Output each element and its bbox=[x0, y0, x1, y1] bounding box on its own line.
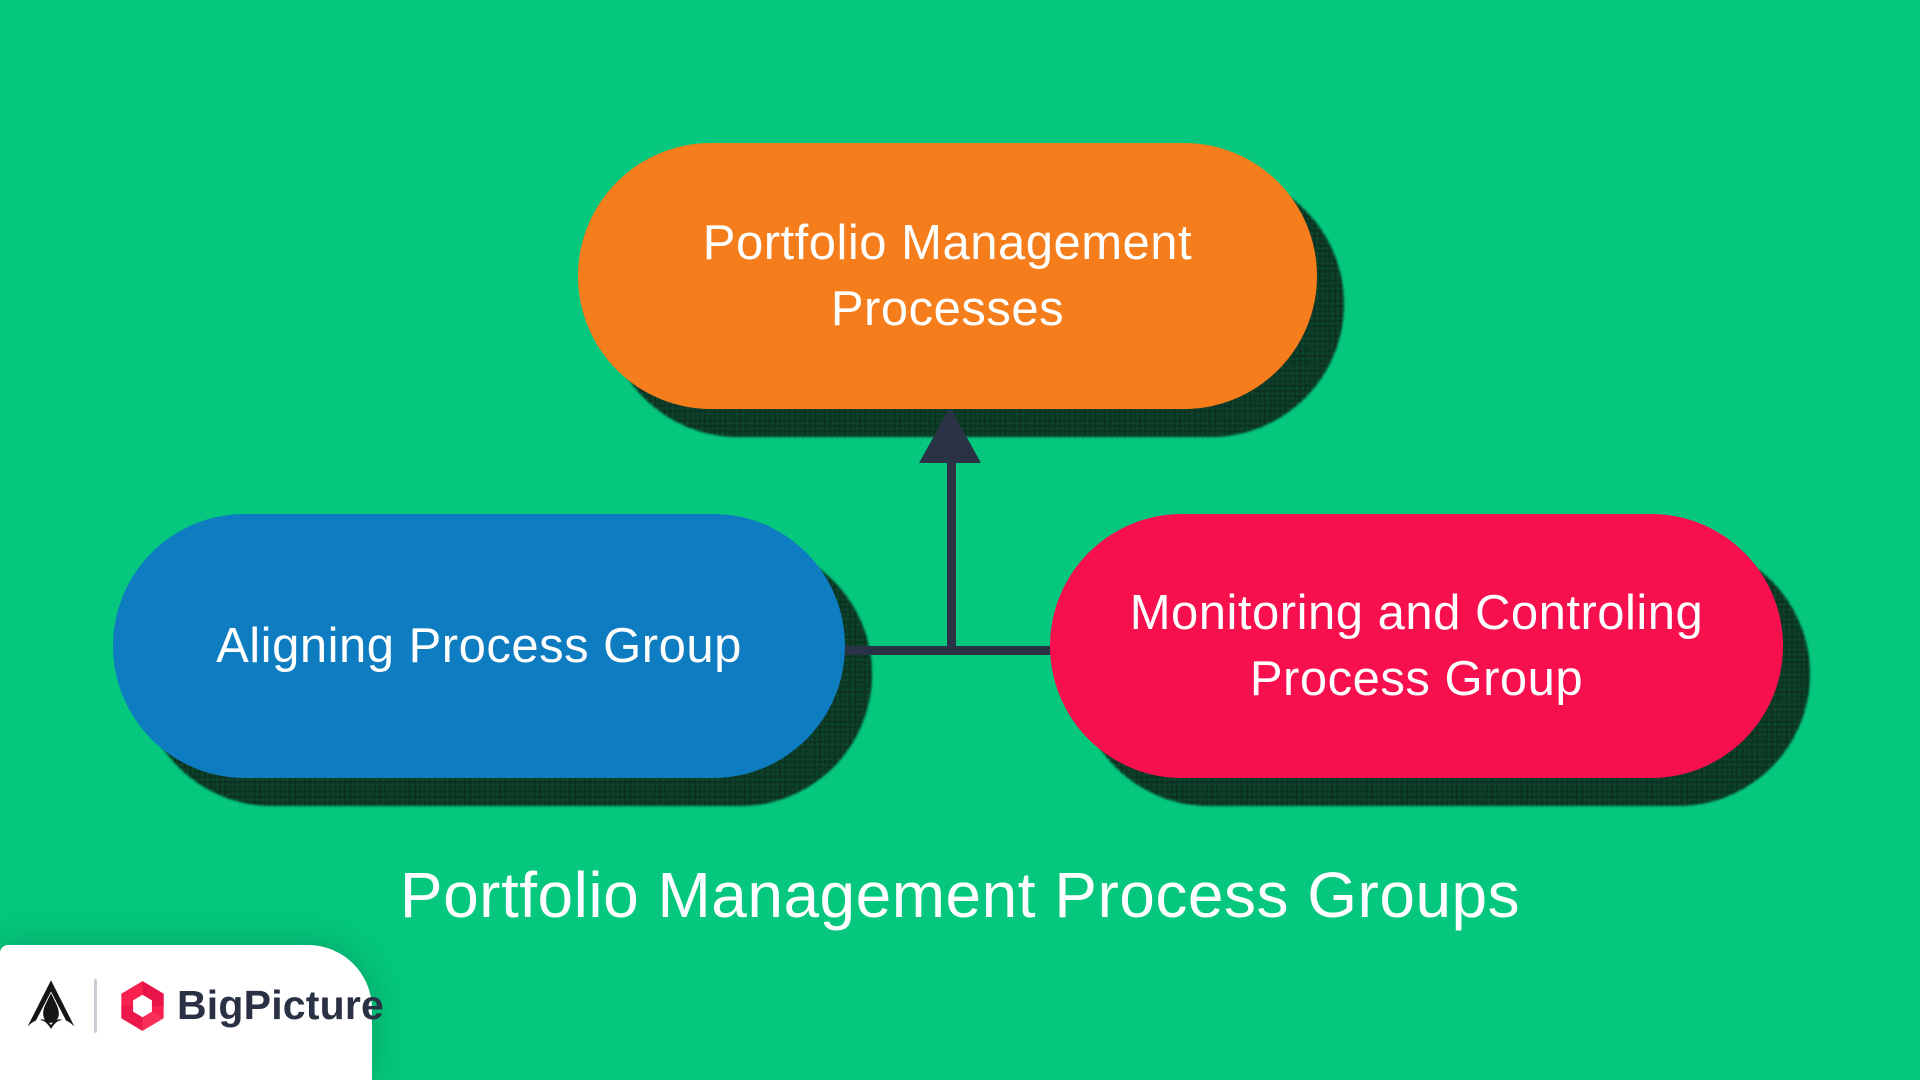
node-top-label: Portfolio Management Processes bbox=[702, 216, 1193, 336]
appfire-logo-icon bbox=[27, 979, 75, 1029]
bigpicture-hexagon-icon bbox=[121, 980, 164, 1031]
node-left-label: Aligning Process Group bbox=[216, 619, 742, 673]
node-portfolio-management-processes: Portfolio Management Processes bbox=[578, 143, 1317, 409]
connector-vertical bbox=[947, 460, 956, 652]
node-right-label: Monitoring and Controling Process Group bbox=[1129, 586, 1704, 706]
badge-divider bbox=[94, 978, 97, 1033]
diagram-title: Portfolio Management Process Groups bbox=[399, 859, 1521, 931]
brand-badge: BigPicture bbox=[0, 945, 384, 1080]
node-aligning-process-group: Aligning Process Group bbox=[113, 514, 845, 778]
node-monitoring-and-controling-process-group: Monitoring and Controling Process Group bbox=[1050, 514, 1783, 778]
bigpicture-wordmark: BigPicture bbox=[177, 982, 385, 1028]
